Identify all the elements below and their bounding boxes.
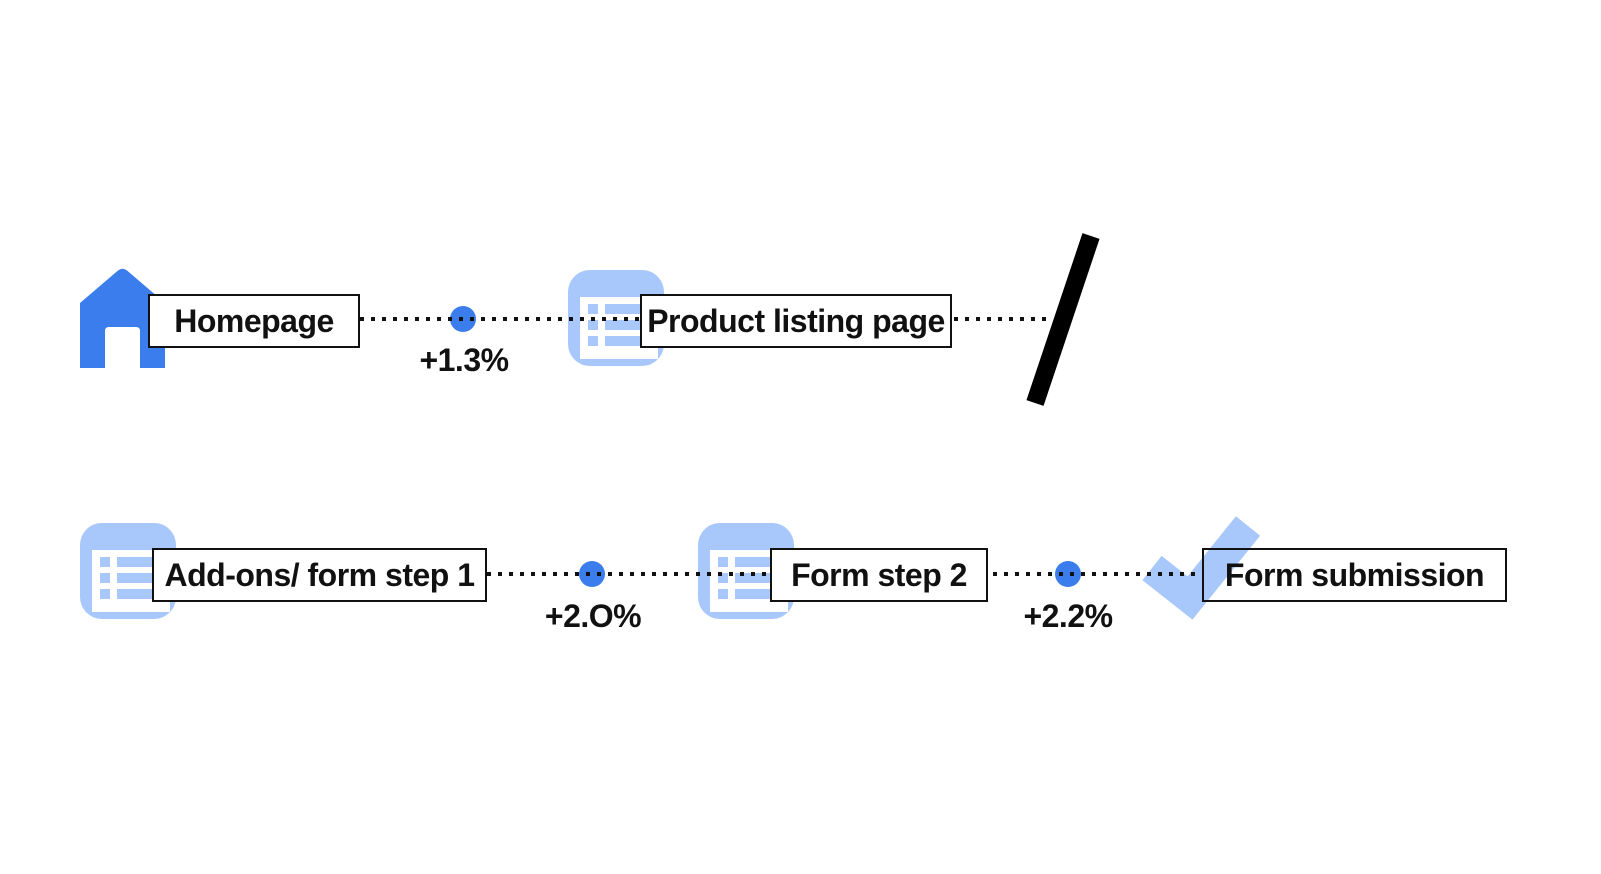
node-product-listing-page: Product listing page bbox=[640, 294, 952, 348]
conversion-delta-label: +2.O% bbox=[544, 598, 642, 634]
node-label: Form submission bbox=[1224, 557, 1485, 593]
home-icon bbox=[80, 268, 165, 368]
node-label: Add-ons/ form step 1 bbox=[164, 557, 475, 593]
conversion-delta-label: +2.2% bbox=[1023, 598, 1113, 634]
node-label: Homepage bbox=[174, 303, 334, 339]
node-homepage: Homepage bbox=[148, 294, 360, 348]
node-form-step-2: Form step 2 bbox=[770, 548, 988, 602]
check-icon bbox=[1142, 516, 1261, 620]
break-slash-icon bbox=[1026, 233, 1100, 406]
node-label: Form step 2 bbox=[791, 557, 967, 593]
conversion-delta-label: +1.3% bbox=[419, 342, 509, 378]
node-addons-form-step-1: Add-ons/ form step 1 bbox=[152, 548, 487, 602]
node-label: Product listing page bbox=[647, 303, 945, 339]
node-form-submission: Form submission bbox=[1202, 548, 1507, 602]
